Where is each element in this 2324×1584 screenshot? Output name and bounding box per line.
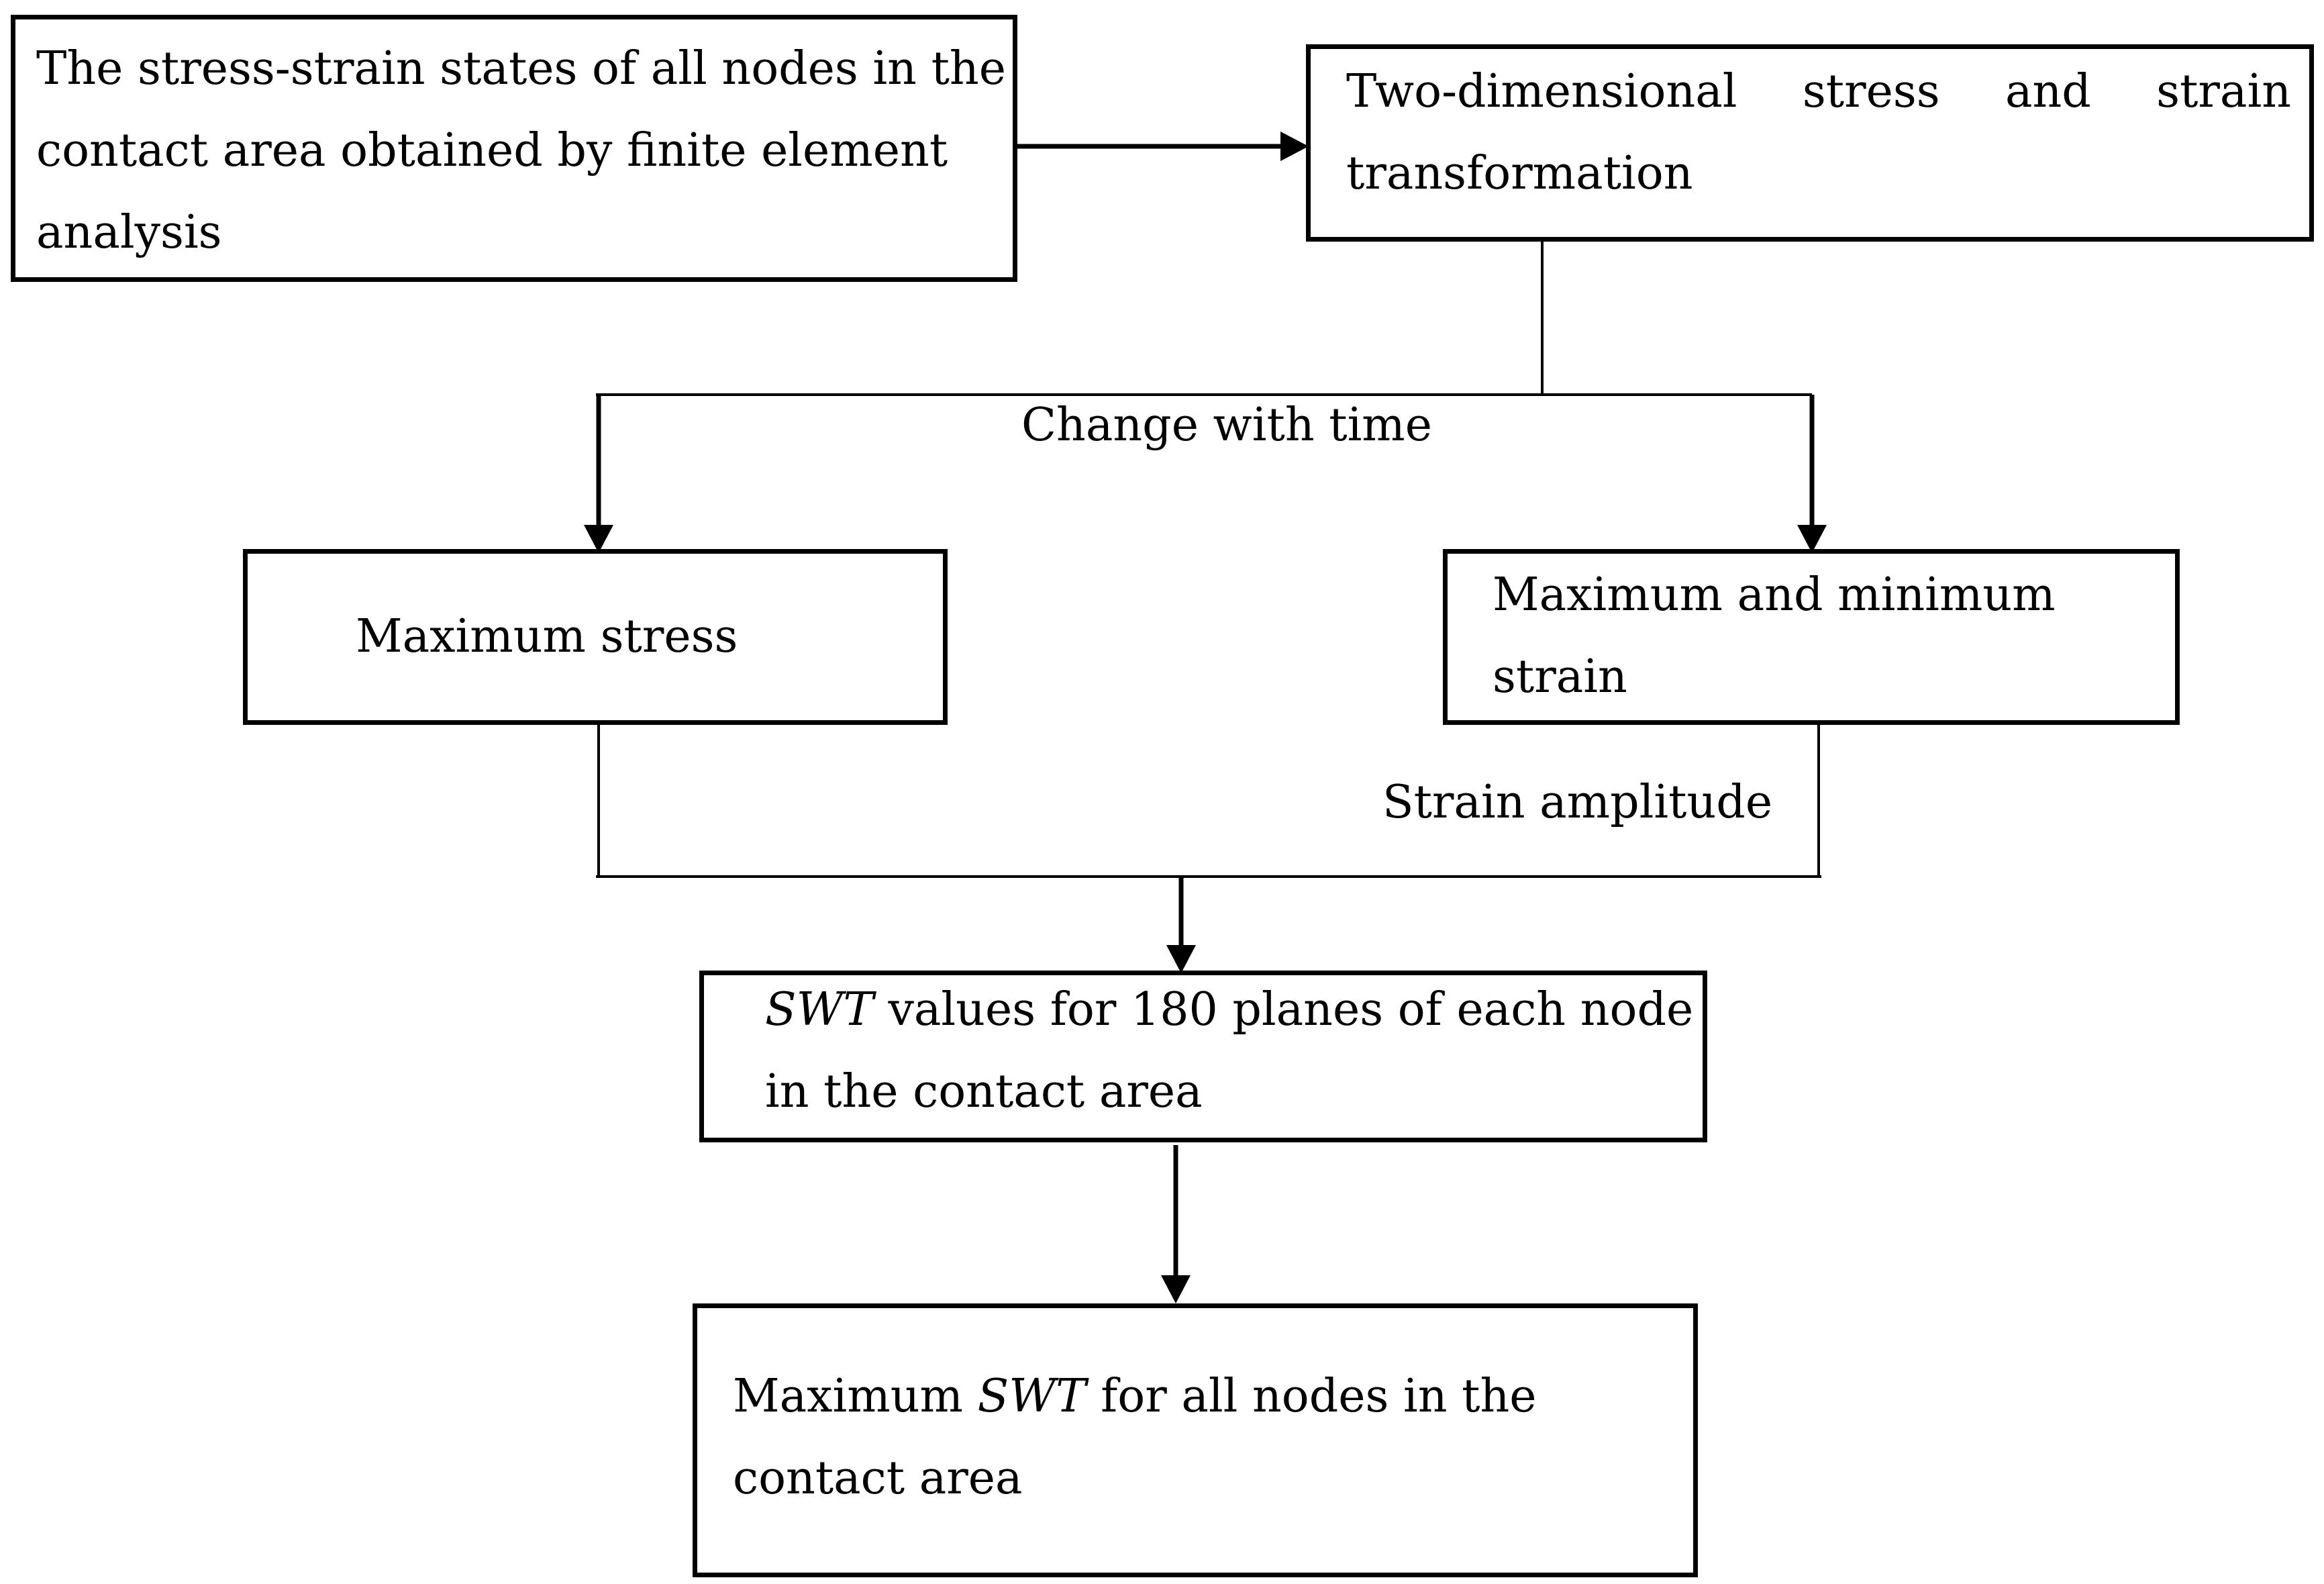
node-maximum-swt-line-1-pre: Maximum bbox=[733, 1370, 978, 1423]
node-swt-180-planes-line-1: SWT values for 180 planes of each node bbox=[765, 969, 1693, 1051]
node-swt-180-planes-line-2: in the contact area bbox=[765, 1065, 1203, 1118]
node-fe-analysis bbox=[11, 15, 1017, 282]
arrowhead-transform bbox=[1280, 132, 1309, 161]
arrowhead-swt-planes bbox=[1166, 945, 1196, 973]
arrowhead-max-stress bbox=[584, 525, 613, 553]
swt-term: SWT bbox=[977, 1370, 1087, 1423]
node-maximum-swt-line-2: contact area bbox=[733, 1452, 1023, 1505]
label-change-with-time: Change with time bbox=[1021, 399, 1433, 452]
node-2d-transformation-line-2: transformation bbox=[1346, 147, 1693, 200]
node-max-min-strain-line-1: Maximum and minimum bbox=[1493, 568, 2056, 622]
swt-term: SWT bbox=[765, 983, 874, 1036]
arrowhead-max-swt bbox=[1161, 1275, 1191, 1303]
node-fe-analysis-line-2: contact area obtained by finite element bbox=[36, 124, 948, 177]
node-swt-180-planes bbox=[699, 971, 1707, 1142]
node-maximum-swt-line-1-post: for all nodes in the bbox=[1086, 1370, 1537, 1423]
node-max-min-strain bbox=[1443, 549, 2180, 725]
node-2d-transformation bbox=[1306, 44, 2314, 242]
node-fe-analysis-line-1: The stress-strain states of all nodes in… bbox=[36, 42, 1006, 95]
label-strain-amplitude: Strain amplitude bbox=[1382, 776, 1773, 829]
node-max-min-strain-line-2: strain bbox=[1493, 650, 1627, 703]
node-swt-180-planes-line-1-rest: values for 180 planes of each node bbox=[873, 983, 1694, 1036]
node-maximum-swt bbox=[693, 1303, 1698, 1577]
node-maximum-stress bbox=[243, 549, 948, 725]
node-fe-analysis-line-3: analysis bbox=[36, 206, 222, 259]
node-2d-transformation-line-1: Two-dimensional stress and strain bbox=[1346, 65, 2291, 118]
arrowhead-max-min-strain bbox=[1797, 525, 1827, 553]
node-maximum-swt-line-1: Maximum SWT for all nodes in the bbox=[733, 1356, 1537, 1438]
node-maximum-stress-line-1: Maximum stress bbox=[356, 610, 738, 663]
